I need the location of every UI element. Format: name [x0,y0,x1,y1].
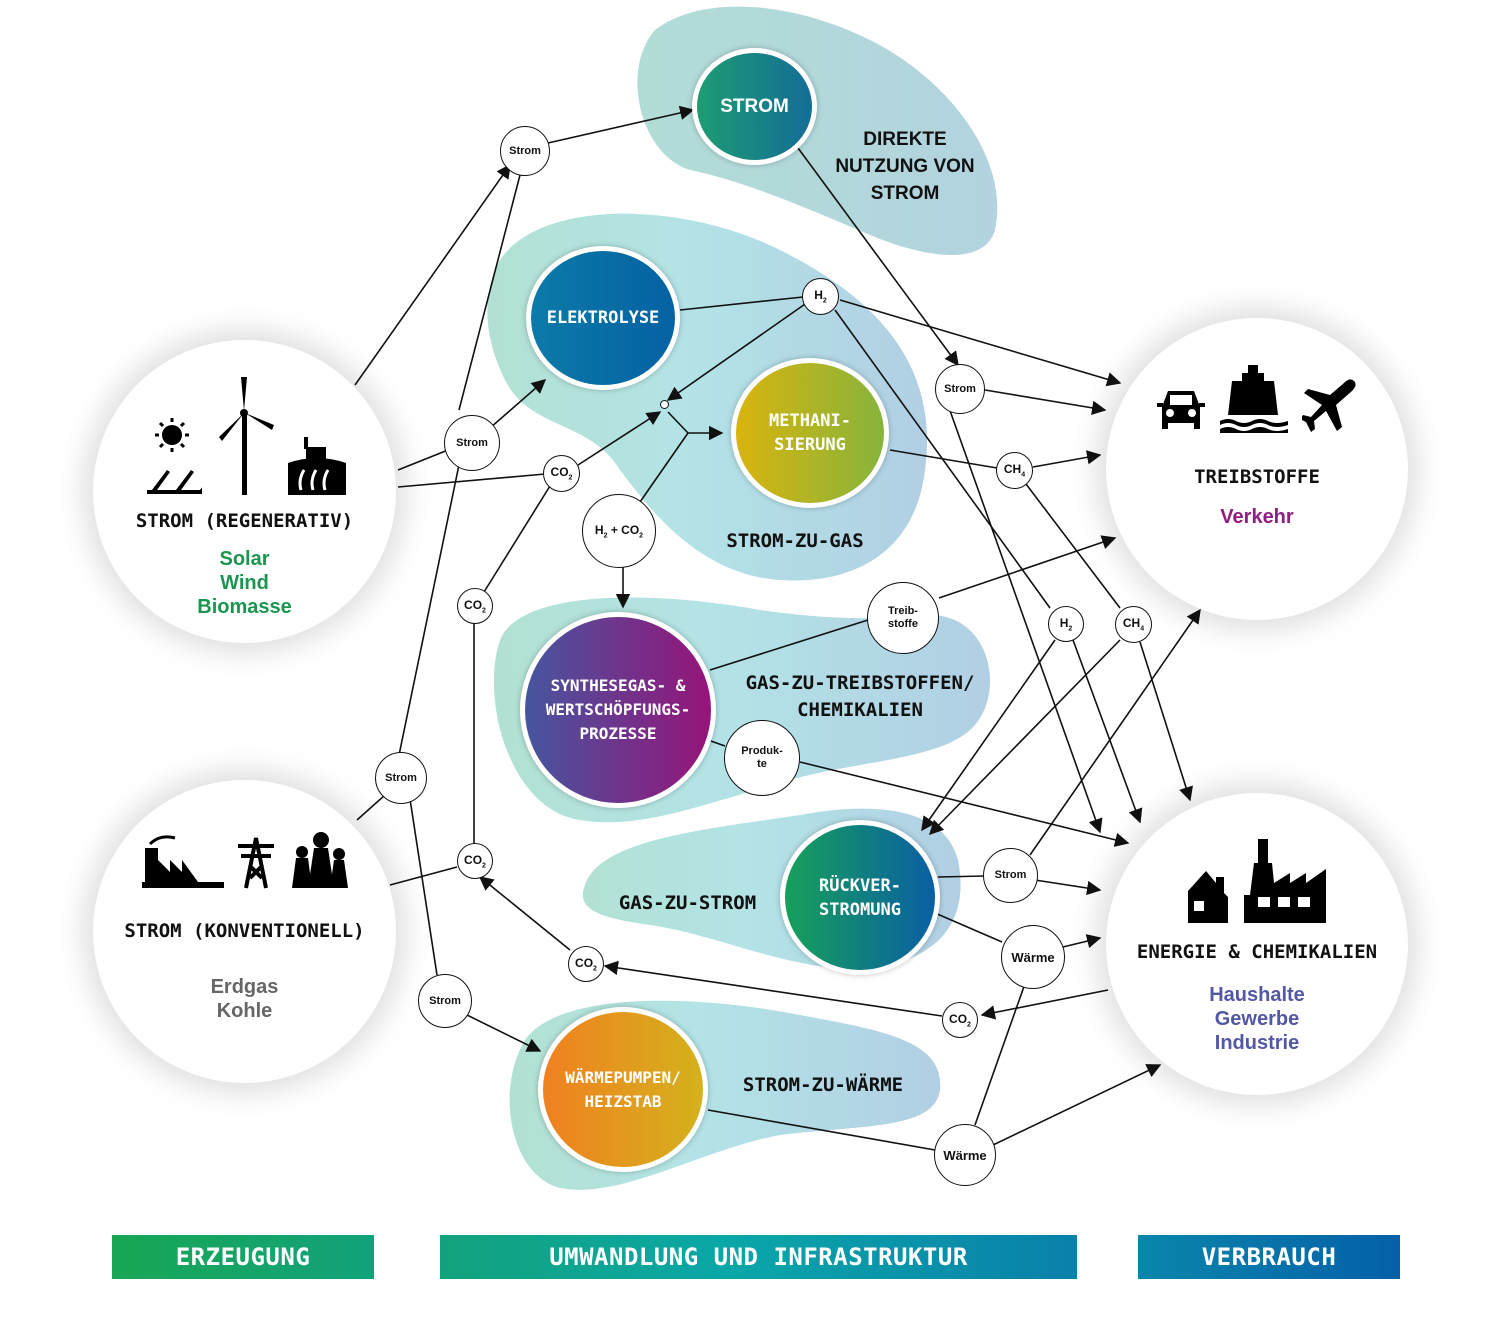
node-strom[interactable]: Strom [375,752,427,804]
process-methanisierung[interactable]: METHANI-SIERUNG [731,358,889,508]
node-waerme[interactable]: Wärme [1001,925,1065,989]
node-strom[interactable]: Strom [500,126,550,176]
type-wind: Wind [220,572,269,594]
junction-point [660,400,669,409]
type-solar: Solar [219,548,270,570]
factory-icon [1244,839,1326,923]
process-methanisierung-label: METHANI-SIERUNG [769,411,851,455]
source-conventional-title: STROM (KONVENTIONELL) [124,920,365,942]
power-pylon-icon [237,837,274,889]
type-erdgas: Erdgas [210,976,279,998]
type-biomasse: Biomasse [197,596,292,618]
footer-verbrauch: VERBRAUCH [1138,1235,1400,1279]
house-icon [1188,871,1228,923]
solar-panels-icon [146,418,202,494]
node-produkte[interactable]: Produk-te [724,720,800,796]
node-strom[interactable]: Strom [444,415,500,471]
airplane-icon [1302,379,1356,432]
conventional-icons [93,830,396,890]
car-icon [1157,391,1205,429]
node-ch4[interactable]: CH4 [996,452,1033,489]
node-co2[interactable]: CO2 [543,455,580,492]
node-h2[interactable]: H2 [802,278,839,315]
process-synthesegas[interactable]: SYNTHESEGAS- &WERTSCHÖPFUNGS-PROZESSE [520,612,716,808]
source-conventional-types: Erdgas Kohle [93,975,396,1023]
source-renewable-types: Solar Wind Biomasse [93,547,396,619]
sector-industrie: Industrie [1214,1032,1300,1054]
type-kohle: Kohle [216,1000,273,1022]
process-elektrolyse-label: ELEKTROLYSE [546,308,660,328]
node-ch4[interactable]: CH4 [1115,606,1152,643]
process-strom[interactable]: STROM [692,48,817,165]
source-conventional: STROM (KONVENTIONELL) Erdgas Kohle [93,780,396,1083]
node-strom[interactable]: Strom [418,974,472,1028]
node-co2[interactable]: CO2 [568,946,604,982]
biogas-plant-icon [287,437,346,495]
node-treibstoffe[interactable]: Treib-stoffe [867,582,939,654]
ship-icon [1220,365,1288,433]
process-rueckverstromung-label: RÜCKVER-STROMUNG [819,875,901,920]
sector-haushalte: Haushalte [1209,984,1305,1006]
node-co2[interactable]: CO2 [942,1002,978,1038]
source-renewable-title: STROM (REGENERATIV) [135,510,354,532]
consumer-treibstoffe: TREIBSTOFFE Verkehr [1106,318,1408,620]
building-icons [1106,833,1408,923]
node-co2[interactable]: CO2 [457,588,493,624]
node-waerme[interactable]: Wärme [934,1124,996,1186]
node-strom[interactable]: Strom [983,848,1038,903]
zone-gasstrom-label: GAS-ZU-STROM [618,892,757,914]
sector-verkehr: Verkehr [1220,506,1294,528]
process-waermepumpen-label: WÄRMEPUMPEN/HEIZSTAB [565,1067,681,1111]
node-strom[interactable]: Strom [935,364,985,414]
process-strom-label: STROM [720,95,789,117]
footer-umwandlung: UMWANDLUNG UND INFRASTRUKTUR [440,1235,1077,1279]
zone-gas-label: STROM-ZU-GAS [726,530,864,552]
process-rueckverstromung[interactable]: RÜCKVER-STROMUNG [780,820,940,975]
edges [354,105,1201,1151]
wind-turbine-icon [218,377,274,495]
factory-icon [141,835,224,888]
cooling-towers-icon [291,832,348,888]
zone-waerme-label: STROM-ZU-WÄRME [742,1074,904,1096]
consumer-energie-chemikalien: ENERGIE & CHEMIKALIEN Haushalte Gewerbe … [1106,793,1408,1095]
source-renewable: STROM (REGENERATIV) Solar Wind Biomasse [93,340,396,643]
sector-gewerbe: Gewerbe [1214,1008,1300,1030]
process-waermepumpen[interactable]: WÄRMEPUMPEN/HEIZSTAB [538,1007,708,1172]
zone-treibstoffe-label: GAS-ZU-TREIBSTOFFEN/CHEMIKALIEN [745,672,975,721]
process-elektrolyse[interactable]: ELEKTROLYSE [526,246,680,390]
node-co2[interactable]: CO2 [457,843,493,879]
node-h2[interactable]: H2 [1048,606,1084,642]
footer-erzeugung: ERZEUGUNG [112,1235,374,1279]
consumer-energie-sectors: Haushalte Gewerbe Industrie [1106,983,1408,1055]
transport-icons [1106,363,1408,433]
node-h2-co2[interactable]: H2 + CO2 [582,494,656,568]
consumer-treibstoffe-title: TREIBSTOFFE [1194,466,1320,488]
renewable-icons [93,375,396,495]
process-synthesegas-label: SYNTHESEGAS- &WERTSCHÖPFUNGS-PROZESSE [545,676,691,743]
consumer-energie-title: ENERGIE & CHEMIKALIEN [1136,941,1378,963]
consumer-treibstoffe-sector: Verkehr [1106,505,1408,529]
